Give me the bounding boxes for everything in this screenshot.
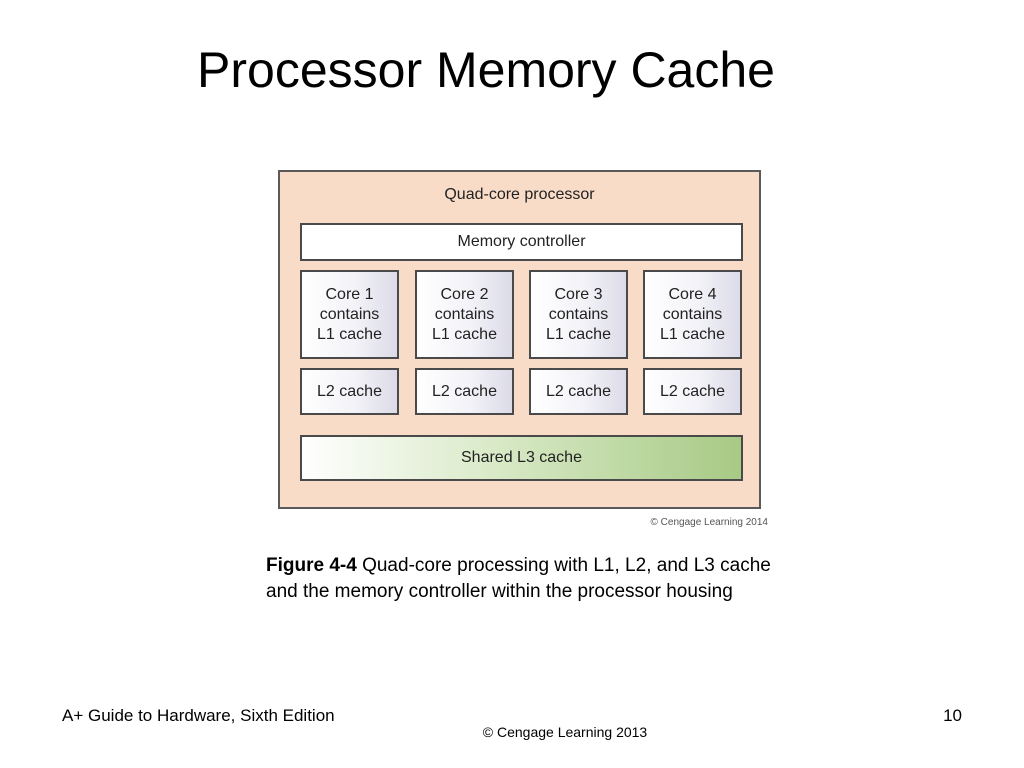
slide-title: Processor Memory Cache — [197, 42, 775, 98]
processor-heading: Quad-core processor — [444, 186, 595, 203]
core-1-box: Core 1 contains L1 cache — [300, 270, 399, 359]
footer-copyright: © Cengage Learning 2013 — [482, 724, 648, 740]
page-number: 10 — [943, 706, 962, 725]
l2-cache-4-box: L2 cache — [643, 368, 742, 415]
core-3-box: Core 3 contains L1 cache — [529, 270, 628, 359]
shared-l3-cache-box: Shared L3 cache — [300, 435, 743, 481]
figure-caption: Figure 4-4 Quad-core processing with L1,… — [266, 553, 786, 605]
core-2-box: Core 2 contains L1 cache — [415, 270, 514, 359]
figure-label: Figure 4-4 — [266, 555, 357, 576]
l2-cache-2-box: L2 cache — [415, 368, 514, 415]
footer-book-title: A+ Guide to Hardware, Sixth Edition — [62, 706, 335, 725]
figure-copyright: © Cengage Learning 2014 — [650, 517, 768, 528]
l2-cache-3-box: L2 cache — [529, 368, 628, 415]
core-4-box: Core 4 contains L1 cache — [643, 270, 742, 359]
quad-core-processor-diagram: Quad-core processor Memory controller Co… — [278, 170, 761, 509]
memory-controller-box: Memory controller — [300, 223, 743, 261]
l2-cache-1-box: L2 cache — [300, 368, 399, 415]
caption-text: Quad-core processing with L1, L2, and L3… — [266, 555, 771, 602]
